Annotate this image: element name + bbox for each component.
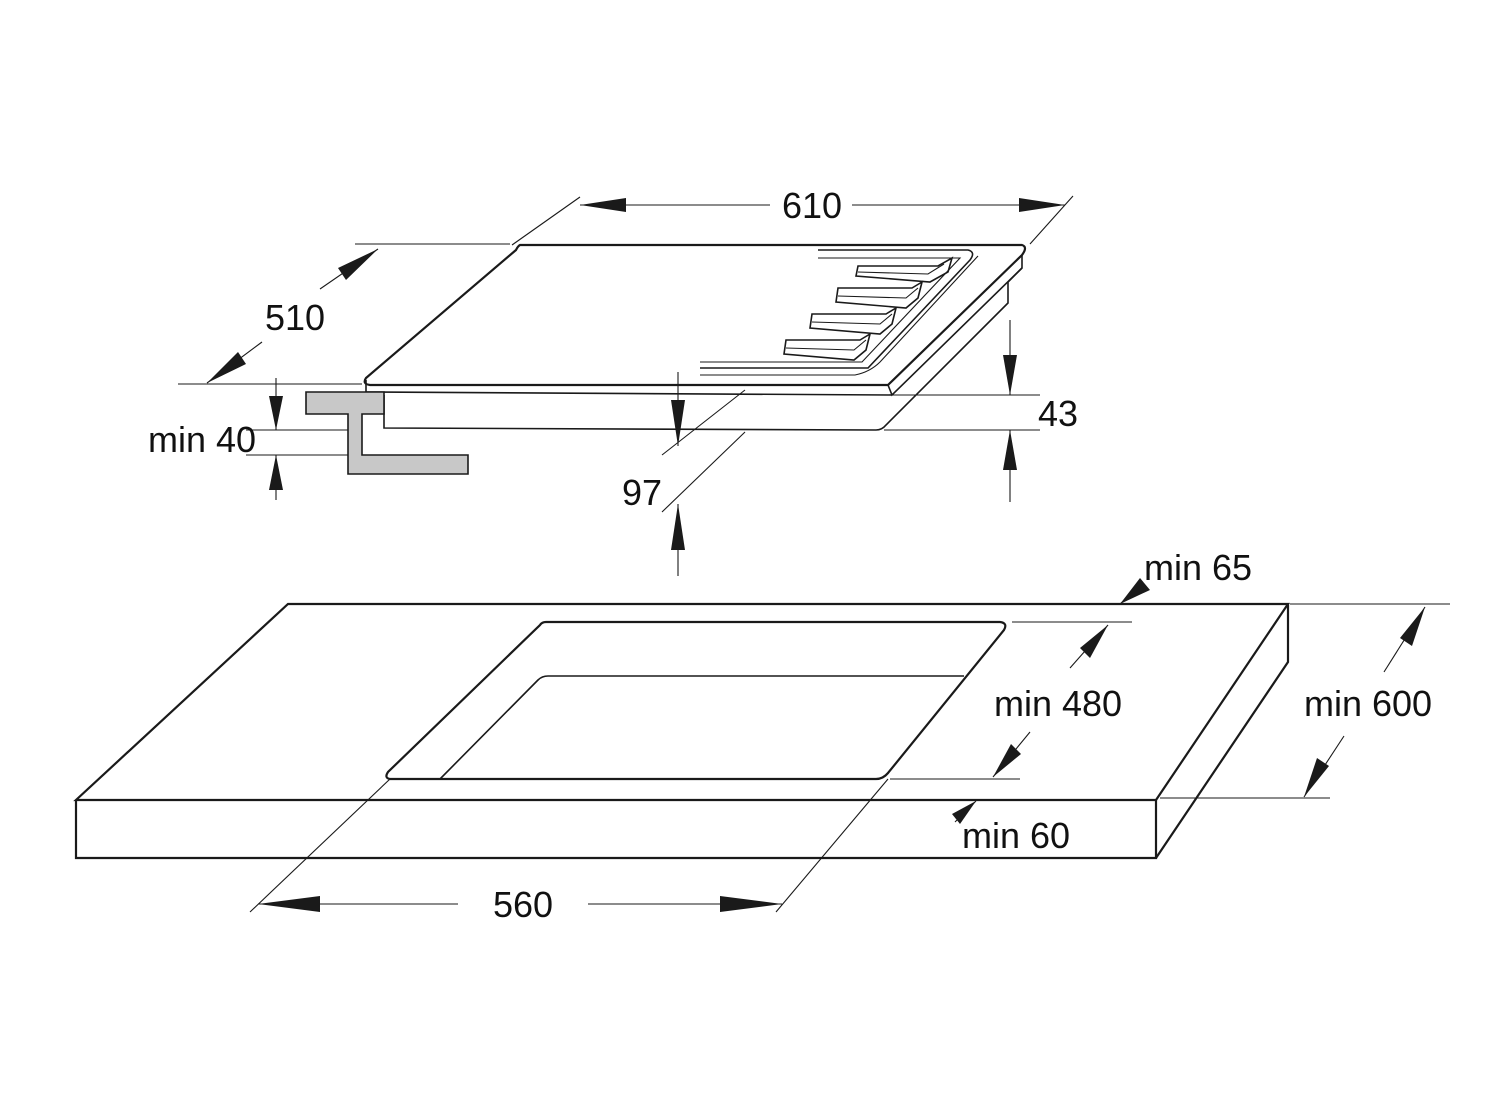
dimension-min-60: min 60 xyxy=(952,800,1070,856)
hob-right-side xyxy=(887,255,1023,397)
worktop xyxy=(73,602,1291,860)
worktop-section-bracket xyxy=(305,391,469,475)
dimension-cutout-560: 560 xyxy=(249,778,889,925)
dimension-total-97: 97 xyxy=(622,372,746,576)
knob-1 xyxy=(855,256,954,283)
cutout-outline xyxy=(385,620,1007,781)
control-panel-outline xyxy=(700,249,974,369)
label-43: 43 xyxy=(1038,393,1078,434)
hob-lower-body xyxy=(383,267,1023,431)
dimension-height-43: 43 xyxy=(884,320,1078,502)
hob-front-edge xyxy=(365,380,893,396)
label-min-65: min 65 xyxy=(1144,547,1252,588)
knob-2 xyxy=(835,280,924,309)
knob-3 xyxy=(809,306,898,335)
label-560: 560 xyxy=(493,884,553,925)
label-610: 610 xyxy=(782,185,842,226)
dimension-min-65: min 65 xyxy=(1119,547,1252,605)
label-min-480: min 480 xyxy=(994,683,1122,724)
label-min-60: min 60 xyxy=(962,815,1070,856)
dimension-depth-510: 510 xyxy=(178,243,510,385)
label-510: 510 xyxy=(265,297,325,338)
knob-4 xyxy=(783,332,872,361)
dimension-min-40: min 40 xyxy=(148,378,348,500)
dimension-min-600: min 600 xyxy=(1160,603,1450,799)
label-min-40: min 40 xyxy=(148,419,256,460)
dimension-width-610: 610 xyxy=(511,185,1074,246)
dimension-min-480: min 480 xyxy=(890,621,1132,780)
worktop-front-face xyxy=(74,800,1158,860)
control-panel-curve xyxy=(700,255,979,376)
cutout-inner-wall xyxy=(439,675,964,780)
control-panel-inner-line xyxy=(700,257,962,363)
label-min-600: min 600 xyxy=(1304,683,1432,724)
hob-appliance xyxy=(363,243,1027,431)
label-97: 97 xyxy=(622,472,662,513)
worktop-right-face xyxy=(1155,604,1290,859)
